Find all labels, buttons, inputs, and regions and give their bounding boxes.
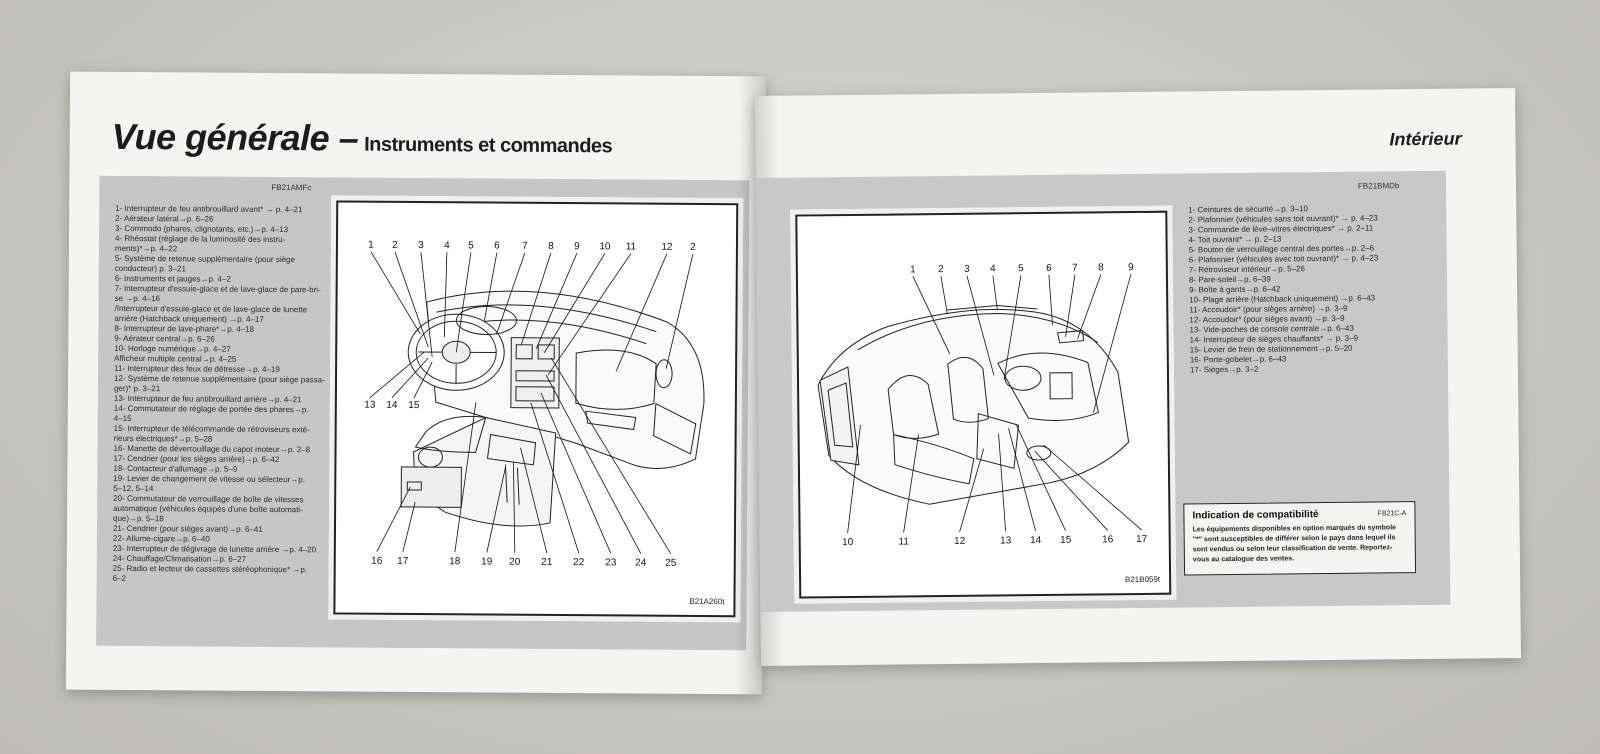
callout-number: 1	[368, 240, 374, 251]
title-main: Vue générale –	[111, 115, 359, 159]
callout-number: 14	[386, 400, 398, 411]
compat-text: Les équipements disponibles en option ma…	[1192, 524, 1397, 564]
title-sub: Instruments et commandes	[364, 133, 613, 158]
callout-number: 12	[661, 242, 673, 253]
callout-number: 17	[397, 556, 409, 567]
callout-number: 25	[665, 558, 677, 569]
right-page: Intérieur FB21BMDb	[755, 88, 1521, 666]
callout-number: 9	[1128, 262, 1134, 273]
compat-title: Indication de compatibilité	[1192, 509, 1319, 522]
callout-number: 15	[1060, 535, 1072, 546]
page-title: Vue générale –Instruments et commandes	[112, 116, 613, 161]
callout-number: 5	[1018, 263, 1024, 274]
callout-number: 8	[548, 241, 554, 252]
callout-number: 8	[1098, 262, 1104, 273]
callout-number: 15	[408, 400, 420, 411]
callout-number: 6	[494, 241, 500, 252]
section-code: FB21AMFc	[271, 182, 312, 193]
callout-number: 13	[364, 400, 376, 411]
callout-number: 2	[392, 240, 398, 251]
callout-number: 7	[1072, 263, 1078, 274]
figure-code: B21B059t	[1124, 574, 1161, 585]
callout-number: 13	[1000, 535, 1012, 546]
callout-number: 16	[371, 556, 383, 567]
compatibility-box: Indication de compatibilité FB21C-A Les …	[1183, 501, 1417, 576]
callout-number: 4	[990, 263, 996, 274]
legend-list: 1- Interrupteur de feu antibrouillard av…	[113, 204, 344, 586]
list-item: 14- Commutateur de réglage de portée des…	[113, 403, 309, 415]
compat-code: FB21C-A	[1377, 510, 1407, 518]
callout-number: 5	[468, 240, 474, 251]
callout-number: 16	[1102, 534, 1114, 545]
left-page: Vue générale –Instruments et commandes F…	[65, 71, 767, 695]
callout-number: 14	[1030, 535, 1042, 546]
callout-number: 6	[1046, 263, 1052, 274]
callout-number: 7	[522, 241, 528, 252]
callout-number: 10	[599, 241, 611, 252]
callout-number: 21	[541, 557, 553, 568]
list-item: 6–2	[112, 573, 127, 583]
callout-number: 18	[449, 556, 461, 567]
page-title: Intérieur	[1389, 128, 1462, 150]
callout-number: 17	[1136, 534, 1148, 545]
callout-number: 12	[954, 536, 966, 547]
callout-number: 22	[573, 557, 585, 568]
callout-number: 2	[938, 264, 944, 275]
list-item: 25- Radio et lecteur de cassettes stéréo…	[112, 563, 308, 575]
callout-number: 11	[898, 536, 909, 547]
callout-number: 20	[509, 557, 521, 568]
callout-number: 3	[964, 264, 970, 275]
callout-number: 23	[605, 557, 617, 568]
figure-code: B21A260t	[689, 596, 725, 607]
callout-number: 19	[481, 556, 493, 567]
callout-number: 1	[910, 264, 916, 275]
callout-number: 2	[690, 242, 696, 253]
callout-number: 10	[842, 537, 854, 548]
section-code: FB21BMDb	[1357, 181, 1400, 191]
callout-number: 11	[626, 241, 637, 252]
callout-number: 3	[418, 240, 424, 251]
callout-number: 24	[635, 558, 647, 569]
callout-number: 9	[574, 241, 580, 252]
callout-number: 4	[444, 240, 450, 251]
